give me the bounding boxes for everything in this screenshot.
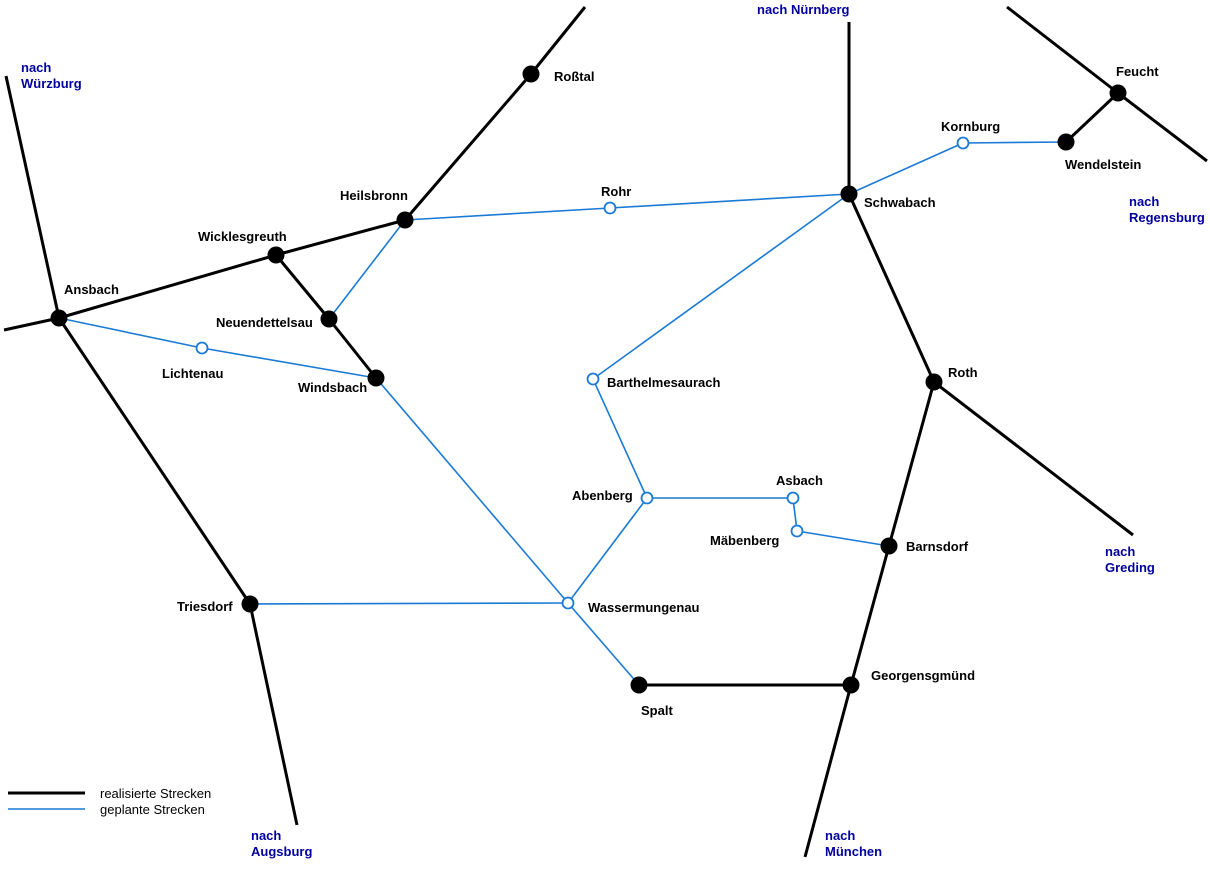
line-barnsdorf-georgensgmuend	[849, 545, 891, 686]
label-feucht: Feucht	[1116, 64, 1159, 79]
station-kornburg	[956, 136, 970, 150]
realized-lines	[3, 5, 1208, 858]
legend: realisierte Strecken geplante Strecken	[8, 786, 211, 817]
station-abenberg	[640, 491, 654, 505]
label-spalt: Spalt	[641, 703, 673, 718]
line-roth-barnsdorf	[887, 381, 936, 547]
line-roth-greding	[933, 380, 1134, 537]
plan-rohr-schwabach	[609, 193, 850, 209]
label-ansbach: Ansbach	[64, 282, 119, 297]
line-rosstal-heilsbronn	[403, 73, 533, 221]
line-ansbach-triesdorf	[57, 317, 252, 605]
station-georgensgmuend	[842, 676, 860, 694]
station-barnsdorf	[880, 537, 898, 555]
label-wendelstein: Wendelstein	[1065, 157, 1141, 172]
station-wicklesgreuth	[267, 246, 285, 264]
station-windsbach	[367, 369, 385, 387]
plan-wassermungenau-spalt	[567, 602, 640, 686]
station-barthelmesaurach	[586, 372, 600, 386]
plan-lichtenau-windsbach	[201, 347, 377, 379]
plan-windsbach-wassermungenau	[375, 377, 569, 604]
station-spalt	[630, 676, 648, 694]
station-neuendettelsau	[320, 310, 338, 328]
plan-ansbach-lichtenau	[58, 317, 203, 349]
line-feucht-regensburg	[1117, 91, 1208, 163]
station-wendelstein	[1057, 133, 1075, 151]
direction-muenchen-line2: München	[825, 844, 882, 859]
legend-realized-label: realisierte Strecken	[100, 786, 211, 801]
plan-heilsbronn-neuendettelsau	[328, 219, 406, 320]
direction-greding-line1: nach	[1105, 544, 1135, 559]
line-ansbach-west	[3, 316, 60, 332]
station-schwabach	[840, 185, 858, 203]
line-schwabach-roth	[847, 193, 936, 383]
station-feucht	[1109, 84, 1127, 102]
label-barthelmesaurach: Barthelmesaurach	[607, 375, 720, 390]
direction-augsburg-line2: Augsburg	[251, 844, 312, 859]
station-lichtenau	[195, 341, 209, 355]
station-labels: Roßtal Heilsbronn Wicklesgreuth Ansbach …	[64, 64, 1159, 718]
line-feucht-wendelstein	[1064, 91, 1120, 144]
line-neuendettelsau-windsbach	[327, 318, 378, 379]
station-maebenberg	[790, 524, 804, 538]
label-wicklesgreuth: Wicklesgreuth	[198, 229, 287, 244]
label-lichtenau: Lichtenau	[162, 366, 223, 381]
line-heilsbronn-wicklesgreuth	[275, 218, 406, 257]
label-triesdorf: Triesdorf	[177, 599, 233, 614]
label-rosstal: Roßtal	[554, 69, 594, 84]
direction-muenchen-line1: nach	[825, 828, 855, 843]
label-heilsbronn: Heilsbronn	[340, 188, 408, 203]
direction-wuerzburg-line2: Würzburg	[21, 76, 82, 91]
label-kornburg: Kornburg	[941, 119, 1000, 134]
plan-schwabach-kornburg	[848, 142, 964, 195]
label-windsbach: Windsbach	[298, 380, 367, 395]
plan-barthelmesaurach-schwabach	[592, 193, 850, 380]
plan-maebenberg-barnsdorf	[796, 530, 890, 547]
station-asbach	[786, 491, 800, 505]
line-wicklesgreuth-ansbach	[58, 253, 277, 320]
line-wuerzburg-ansbach	[4, 75, 61, 319]
label-schwabach: Schwabach	[864, 195, 936, 210]
line-wicklesgreuth-neuendettelsau	[274, 254, 331, 320]
label-maebenberg: Mäbenberg	[710, 533, 779, 548]
label-rohr: Rohr	[601, 184, 631, 199]
plan-heilsbronn-rohr	[404, 207, 611, 221]
label-barnsdorf: Barnsdorf	[906, 539, 969, 554]
label-neuendettelsau: Neuendettelsau	[216, 315, 313, 330]
station-heilsbronn	[396, 211, 414, 229]
direction-greding-line2: Greding	[1105, 560, 1155, 575]
line-georgensgmuend-muenchen	[803, 684, 853, 858]
planned-stations	[195, 136, 970, 610]
legend-planned-label: geplante Strecken	[100, 802, 205, 817]
direction-labels: nach Würzburg nach Nürnberg nach Regensb…	[21, 2, 1205, 859]
label-abenberg: Abenberg	[572, 488, 633, 503]
direction-regensburg-line2: Regensburg	[1129, 210, 1205, 225]
plan-abenberg-barthelmesaurach	[592, 378, 648, 499]
planned-lines	[58, 141, 1067, 686]
label-roth: Roth	[948, 365, 978, 380]
direction-nuernberg: nach Nürnberg	[757, 2, 850, 17]
station-rosstal	[522, 65, 540, 83]
line-rosstal-north	[529, 6, 587, 75]
station-ansbach	[50, 309, 68, 327]
plan-kornburg-wendelstein	[962, 141, 1067, 144]
realized-stations	[50, 65, 1127, 694]
direction-wuerzburg-line1: nach	[21, 60, 51, 75]
station-triesdorf	[241, 595, 259, 613]
station-wassermungenau	[561, 596, 575, 610]
line-triesdorf-augsburg	[248, 603, 299, 826]
direction-regensburg-line1: nach	[1129, 194, 1159, 209]
label-asbach: Asbach	[776, 473, 823, 488]
label-wassermungenau: Wassermungenau	[588, 600, 700, 615]
plan-wassermungenau-abenberg	[567, 497, 648, 604]
direction-augsburg-line1: nach	[251, 828, 281, 843]
line-feucht-northwest	[1006, 5, 1119, 95]
plan-triesdorf-wassermungenau	[249, 602, 569, 605]
station-rohr	[603, 201, 617, 215]
label-georgensgmuend: Georgensgmünd	[871, 668, 975, 683]
station-roth	[925, 373, 943, 391]
